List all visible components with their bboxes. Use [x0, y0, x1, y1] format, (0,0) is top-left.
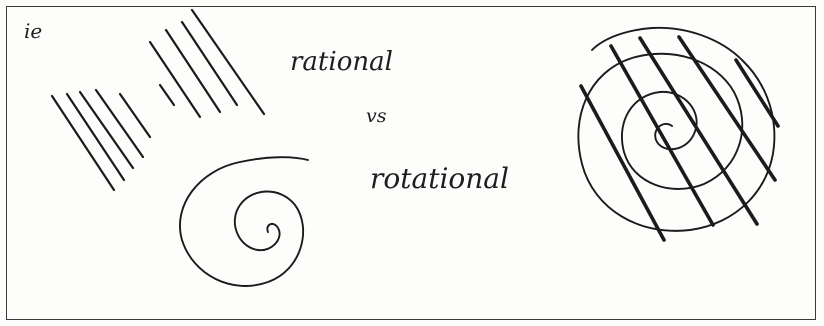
parallel-line [166, 30, 220, 112]
parallel-line [150, 42, 200, 117]
spiral [578, 28, 774, 231]
label-vs: vs [366, 105, 387, 127]
spiral-with-lines [578, 28, 778, 240]
label-rational: rational [290, 47, 393, 77]
label-rotational: rotational [370, 162, 509, 195]
parallel-line [160, 85, 174, 105]
parallel-line [67, 94, 124, 180]
label-ie: ie [24, 19, 42, 43]
parallel-line [52, 96, 114, 190]
spiral [180, 157, 308, 286]
parallel-line [192, 10, 264, 114]
